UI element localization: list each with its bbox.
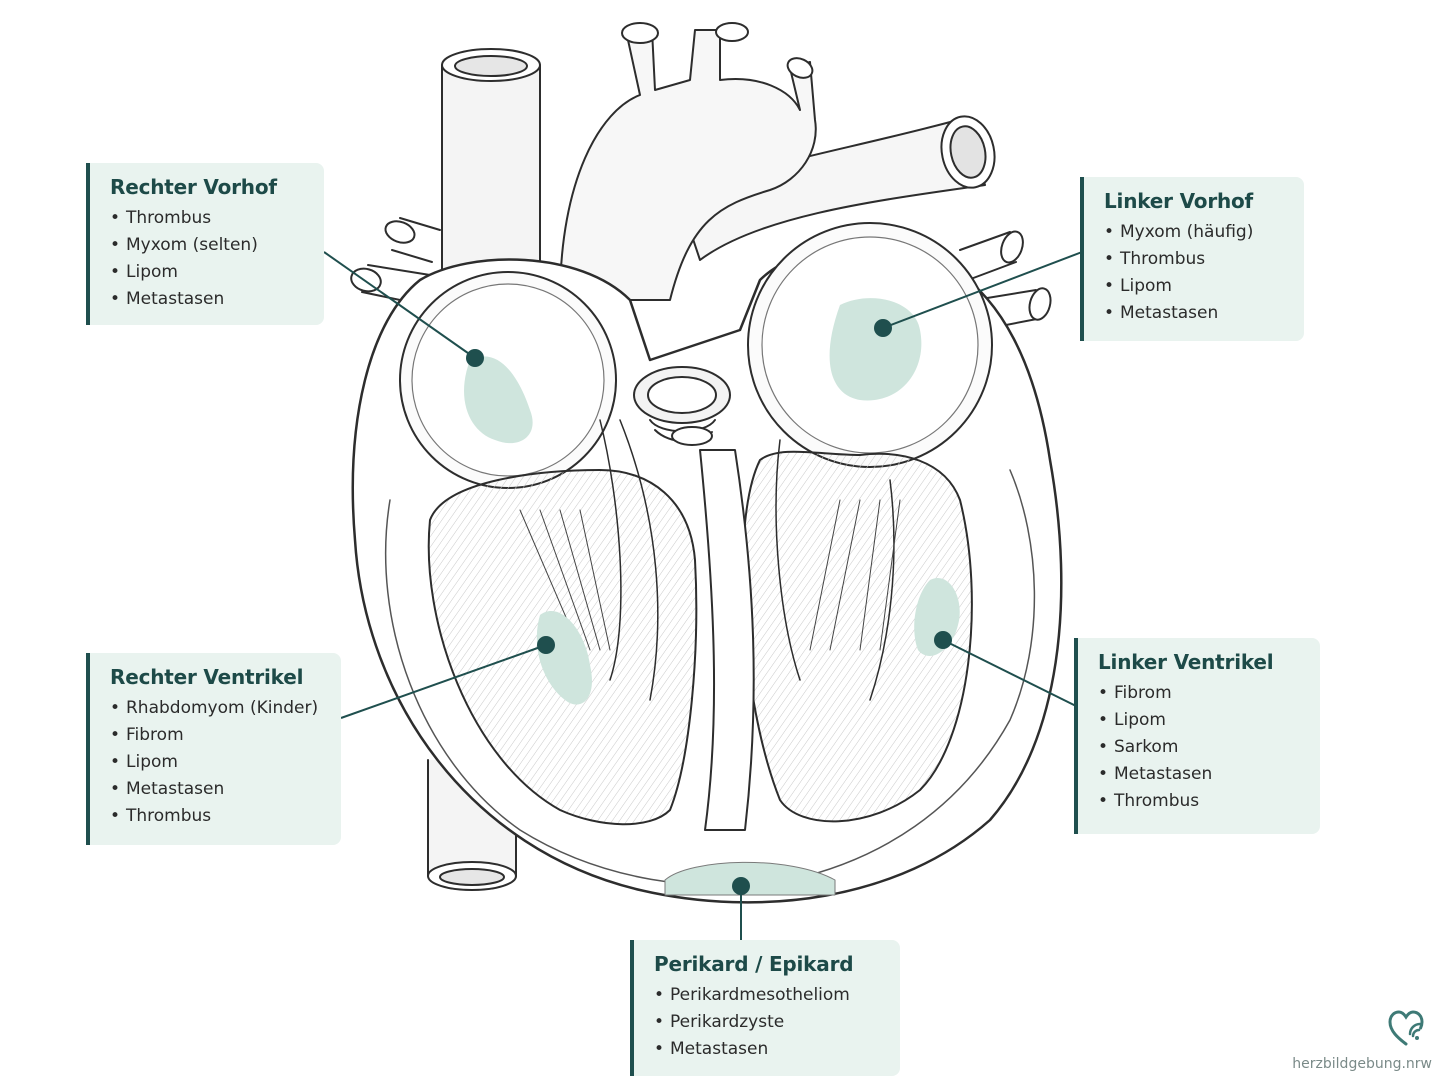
card-title: Perikard / Epikard	[654, 952, 854, 976]
card-left-ventricle: Linker Ventrikel Fibrom Lipom Sarkom Met…	[1074, 638, 1320, 834]
list-item: Myxom (selten)	[110, 232, 310, 259]
list-item: Thrombus	[110, 803, 327, 830]
list-item: Metastasen	[110, 286, 310, 313]
list-item: Metastasen	[1104, 300, 1290, 327]
list-item: Fibrom	[1098, 680, 1306, 707]
list-item: Perikardmesotheliom	[654, 982, 886, 1009]
list-item: Sarkom	[1098, 734, 1306, 761]
heart-wifi-icon	[1388, 1010, 1424, 1046]
list-item: Metastasen	[654, 1036, 886, 1063]
leader-line-right-atrium	[323, 251, 476, 359]
card-list: Fibrom Lipom Sarkom Metastasen Thrombus	[1098, 680, 1306, 815]
list-item: Lipom	[110, 749, 327, 776]
marker-left-atrium	[874, 319, 892, 337]
lesion-left-atrium	[829, 298, 922, 401]
card-right-atrium: Rechter Vorhof Thrombus Myxom (selten) L…	[86, 163, 324, 325]
card-list: Myxom (häufig) Thrombus Lipom Metastasen	[1104, 219, 1290, 327]
right-pulmonary-veins	[350, 217, 441, 306]
marker-left-ventricle	[934, 631, 952, 649]
list-item: Thrombus	[110, 205, 310, 232]
card-list: Rhabdomyom (Kinder) Fibrom Lipom Metasta…	[110, 695, 327, 830]
footer-brand: herzbildgebung.nrw	[1292, 1008, 1432, 1072]
interventricular-septum	[699, 449, 755, 831]
card-title: Linker Vorhof	[1104, 189, 1254, 213]
list-item: Rhabdomyom (Kinder)	[110, 695, 327, 722]
brand-text: herzbildgebung.nrw	[1292, 1056, 1432, 1072]
valves	[633, 366, 731, 446]
marker-pericardium	[732, 877, 750, 895]
aortic-arch	[559, 22, 817, 301]
list-item: Lipom	[110, 259, 310, 286]
pulmonary-artery	[679, 115, 996, 261]
card-title: Rechter Vorhof	[110, 175, 277, 199]
list-item: Myxom (häufig)	[1104, 219, 1290, 246]
list-item: Thrombus	[1104, 246, 1290, 273]
card-right-ventricle: Rechter Ventrikel Rhabdomyom (Kinder) Fi…	[86, 653, 341, 845]
card-pericardium: Perikard / Epikard Perikardmesotheliom P…	[630, 940, 900, 1076]
lesion-right-atrium	[464, 356, 533, 444]
list-item: Perikardzyste	[654, 1009, 886, 1036]
marker-right-atrium	[466, 349, 484, 367]
list-item: Metastasen	[1098, 761, 1306, 788]
marker-right-ventricle	[537, 636, 555, 654]
leader-line-left-ventricle	[942, 639, 1077, 707]
list-item: Fibrom	[110, 722, 327, 749]
list-item: Lipom	[1104, 273, 1290, 300]
lesion-pericardium	[664, 861, 836, 896]
list-item: Metastasen	[110, 776, 327, 803]
card-title: Rechter Ventrikel	[110, 665, 304, 689]
leader-line-right-ventricle	[340, 644, 547, 719]
card-list: Thrombus Myxom (selten) Lipom Metastasen	[110, 205, 310, 313]
list-item: Lipom	[1098, 707, 1306, 734]
card-title: Linker Ventrikel	[1098, 650, 1274, 674]
leader-line-left-atrium	[882, 251, 1083, 329]
card-list: Perikardmesotheliom Perikardzyste Metast…	[654, 982, 886, 1063]
lesion-right-ventricle	[536, 611, 592, 705]
card-left-atrium: Linker Vorhof Myxom (häufig) Thrombus Li…	[1080, 177, 1304, 341]
list-item: Thrombus	[1098, 788, 1306, 815]
